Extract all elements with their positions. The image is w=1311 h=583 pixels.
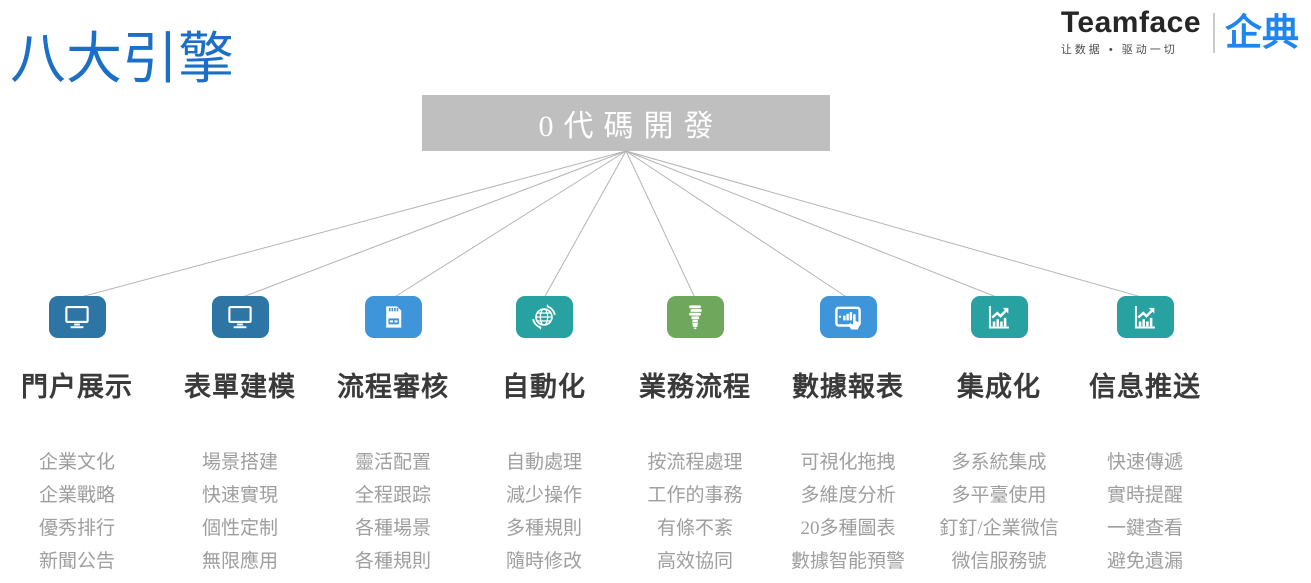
engine-item: 自動處理 [505,452,582,473]
brand-tagline: 让数据 • 驱动一切 [1060,44,1178,56]
engine-title: 信息推送 [1089,372,1201,402]
engine-title: 門户展示 [21,372,133,402]
engine-column: 數據報表 可視化拖拽多維度分析 20多種圖表數據智能預警 [763,296,933,578]
engine-item: 一鍵查看 [1106,518,1183,539]
engine-column: 業務流程 按流程處理工作的事務有條不紊高效協同 [610,296,780,578]
engine-item-list: 場景搭建快速實現個性定制無限應用 [155,446,325,578]
engine-item-list: 多系統集成多平臺使用釘釘/企業微信微信服務號 [914,446,1084,578]
engine-item: 多種規則 [505,518,582,539]
engine-item: 實時提醒 [1106,485,1183,506]
engine-item: 個性定制 [201,518,278,539]
engine-title: 業務流程 [639,372,751,402]
engine-item: 全程跟踪 [354,485,431,506]
engine-item: 企業文化 [38,452,115,473]
engine-item: 場景搭建 [201,452,278,473]
engine-item: 無限應用 [201,551,278,572]
engine-item: 避免遺漏 [1106,551,1183,572]
engine-title: 集成化 [957,372,1041,402]
engine-item: 快速傳遞 [1106,452,1183,473]
engine-item: 企業戰略 [38,485,115,506]
engine-item: 各種規則 [354,551,431,572]
engine-item: 可視化拖拽 [800,452,896,473]
brand-logo: Teamface 让数据 • 驱动一切 企典 [1061,8,1299,57]
logo-divider [1213,12,1215,53]
globe-icon [515,296,573,338]
monitor-icon [211,296,269,338]
engine-item: 20多種圖表 [800,518,896,539]
engine-item-list: 靈活配置全程跟踪各種場景各種規則 [308,446,478,578]
tablet-chart-icon [819,296,877,338]
engine-item: 靈活配置 [354,452,431,473]
engine-item: 多平臺使用 [951,485,1047,506]
engine-title: 數據報表 [792,372,904,402]
engine-column: 自動化 自動處理減少操作多種規則隨時修改 [459,296,629,578]
engine-item: 新聞公告 [38,551,115,572]
engine-item: 多系統集成 [951,452,1047,473]
engine-column: 信息推送 快速傳遞實時提醒一鍵查看避免遺漏 [1060,296,1230,578]
chart-arrow-icon [1116,296,1174,338]
engine-item-list: 快速傳遞實時提醒一鍵查看避免遺漏 [1060,446,1230,578]
engine-item-list: 企業文化企業戰略優秀排行新聞公告 [0,446,162,578]
root-node: 0代碼開發 [422,95,830,151]
engine-item: 快速實現 [201,485,278,506]
engine-item: 減少操作 [505,485,582,506]
sd-card-icon [364,296,422,338]
engine-title: 自動化 [502,372,586,402]
brand-name: Teamface [1060,6,1201,39]
engine-item: 微信服務號 [951,551,1047,572]
engine-item: 優秀排行 [38,518,115,539]
engine-item: 工作的事務 [647,485,743,506]
engine-column: 流程審核 靈活配置全程跟踪各種場景各種規則 [308,296,478,578]
engine-title: 流程審核 [337,372,449,402]
engine-item: 各種場景 [354,518,431,539]
engine-item: 高效協同 [656,551,733,572]
engine-item-list: 自動處理減少操作多種規則隨時修改 [459,446,629,578]
page-title: 八大引擎 [10,27,234,92]
engine-column: 表單建模 場景搭建快速實現個性定制無限應用 [155,296,325,578]
engine-item: 隨時修改 [505,551,582,572]
bulb-icon [666,296,724,338]
engine-item-list: 按流程處理工作的事務有條不紊高效協同 [610,446,780,578]
engine-column: 集成化 多系統集成多平臺使用釘釘/企業微信微信服務號 [914,296,1084,578]
engine-item: 數據智能預警 [790,551,905,572]
engine-item: 釘釘/企業微信 [939,518,1059,539]
brand-product-name: 企典 [1225,12,1299,53]
chart-arrow-icon [970,296,1028,338]
engine-column: 門户展示 企業文化企業戰略優秀排行新聞公告 [0,296,162,578]
engine-title: 表單建模 [184,372,296,402]
engine-item: 有條不紊 [656,518,733,539]
monitor-icon [48,296,106,338]
brand-logo-text: Teamface 让数据 • 驱动一切 [1061,8,1201,57]
engine-item-list: 可視化拖拽多維度分析 20多種圖表數據智能預警 [763,446,933,578]
engine-item: 按流程處理 [647,452,743,473]
engine-item: 多維度分析 [800,485,896,506]
